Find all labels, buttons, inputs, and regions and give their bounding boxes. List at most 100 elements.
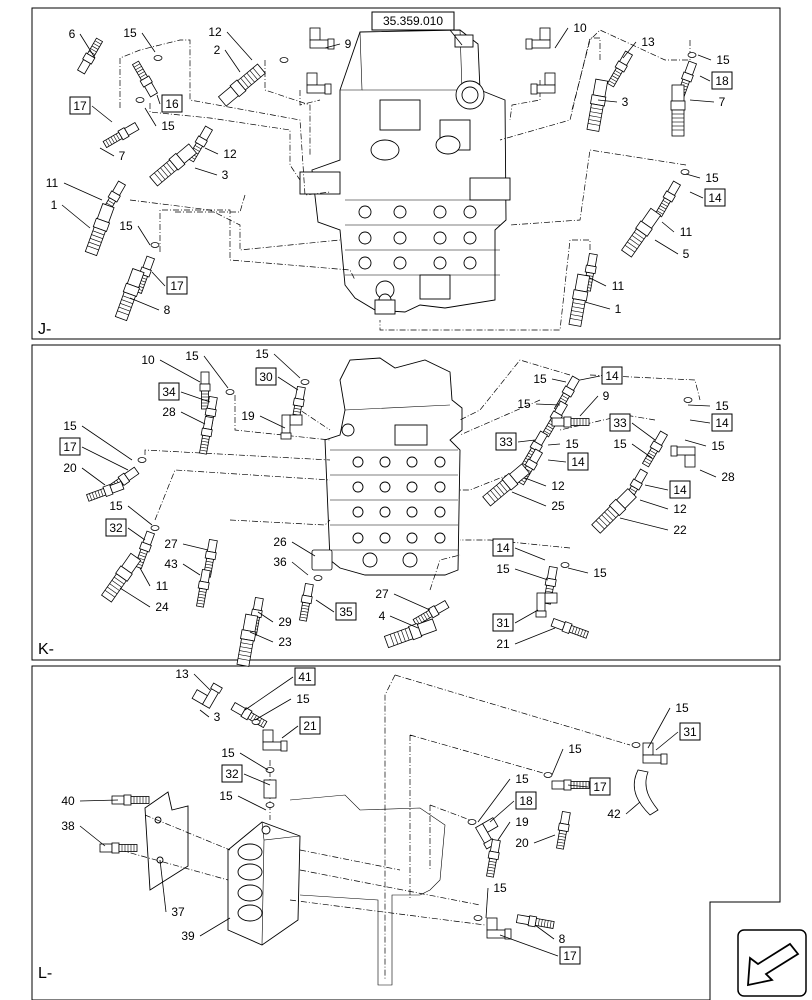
callout-number: 15 <box>711 439 725 453</box>
part-callout: 15 <box>687 399 729 413</box>
panel-j-frame <box>31 7 781 340</box>
part-callout: 15 <box>685 171 719 185</box>
leader-line <box>655 731 679 751</box>
leader-line <box>281 725 299 739</box>
leader-line <box>61 204 91 229</box>
boxed-callout: 31 <box>492 609 539 632</box>
leader-line <box>81 467 106 486</box>
leader-line <box>194 167 218 176</box>
part-callout: 38 <box>61 819 106 847</box>
callout-number: 15 <box>705 171 719 185</box>
part-callout: 15 <box>109 499 153 526</box>
leader-line <box>239 752 269 771</box>
part-callout: 15 <box>567 566 607 580</box>
control-valve-assembly-k <box>324 357 463 576</box>
callout-number: 14 <box>673 483 687 497</box>
callout-box <box>704 188 726 207</box>
callout-number: 6 <box>69 27 76 41</box>
callout-number: 15 <box>715 399 729 413</box>
callout-number: 15 <box>496 562 510 576</box>
callout-number: 28 <box>721 470 735 484</box>
boxed-callout: 14 <box>644 480 691 499</box>
leader-line <box>589 277 607 287</box>
callout-box <box>158 382 180 401</box>
callout-number: 14 <box>715 416 729 430</box>
callout-box <box>105 518 127 537</box>
callout-number: 11 <box>680 225 693 239</box>
leader-line <box>254 698 292 721</box>
callout-number: 19 <box>241 409 255 423</box>
leader-line <box>622 41 637 59</box>
callout-number: 15 <box>109 499 123 513</box>
callout-number: 16 <box>165 97 179 111</box>
part-callout: 12 <box>639 499 687 516</box>
callout-number: 13 <box>641 35 655 49</box>
callout-number: 32 <box>109 521 123 535</box>
callout-number: 37 <box>171 905 185 919</box>
boxed-callout: 16 <box>156 94 183 113</box>
part-callout: 19 <box>497 815 529 841</box>
leader-line <box>687 404 711 407</box>
part-callout: 15 <box>254 692 310 721</box>
leader-line <box>151 271 166 287</box>
boxed-callout: 14 <box>579 366 623 385</box>
callout-number: 30 <box>259 370 273 384</box>
callout-number: 33 <box>499 435 513 449</box>
callout-number: 40 <box>61 794 75 808</box>
leader-line <box>524 477 547 487</box>
callout-number: 15 <box>533 372 547 386</box>
part-callout: 28 <box>699 469 735 484</box>
boxed-callout: 14 <box>689 413 733 432</box>
boxed-callout: 17 <box>59 437 129 471</box>
callout-number: 15 <box>63 419 77 433</box>
leader-line <box>567 567 589 574</box>
part-callout: 28 <box>162 405 206 425</box>
callout-box <box>495 432 517 451</box>
part-callout: 15 <box>517 397 561 411</box>
leader-line <box>182 563 201 576</box>
boxed-callout: 14 <box>547 452 589 471</box>
leader-line <box>81 446 129 471</box>
callout-number: 17 <box>170 279 184 293</box>
leader-line <box>81 425 133 461</box>
leader-line <box>567 784 589 788</box>
part-callout: 11 <box>139 567 169 593</box>
leader-line <box>127 527 146 541</box>
callout-box <box>559 946 581 965</box>
part-callout: 15 <box>219 789 267 811</box>
boxed-callout: 18 <box>489 791 537 823</box>
part-callout: 13 <box>622 35 655 59</box>
callout-number: 3 <box>622 95 629 109</box>
part-callout: 24 <box>119 587 169 614</box>
callout-number: 29 <box>278 615 292 629</box>
panel-label-l: L- <box>38 965 52 982</box>
part-callout: 5 <box>654 239 690 261</box>
part-callout: 11 <box>46 176 103 201</box>
part-callout: 12 <box>204 147 237 161</box>
callout-number: 14 <box>496 541 510 555</box>
leader-line <box>514 609 539 624</box>
leader-line <box>139 567 151 587</box>
leader-line <box>144 107 157 127</box>
callout-number: 17 <box>73 99 87 113</box>
next-page-arrow-icon[interactable] <box>737 929 807 997</box>
callout-number: 32 <box>225 767 239 781</box>
leader-line <box>63 182 103 201</box>
callout-number: 14 <box>571 455 585 469</box>
callout-number: 4 <box>379 609 386 623</box>
part-callout: 15 <box>185 349 229 389</box>
leader-line <box>697 54 712 61</box>
callout-number: 20 <box>515 836 529 850</box>
boxed-callout: 21 <box>281 716 321 739</box>
part-callout: 12 <box>208 25 253 61</box>
leader-line <box>579 375 601 381</box>
leader-line <box>224 49 241 73</box>
leader-line <box>324 43 341 49</box>
leader-line <box>389 615 419 629</box>
callout-box <box>221 764 243 783</box>
leader-line <box>244 676 294 711</box>
part-callout: 3 <box>597 95 629 109</box>
callout-number: 8 <box>164 303 171 317</box>
boxed-callout: 41 <box>244 667 316 711</box>
leader-line <box>199 709 210 718</box>
